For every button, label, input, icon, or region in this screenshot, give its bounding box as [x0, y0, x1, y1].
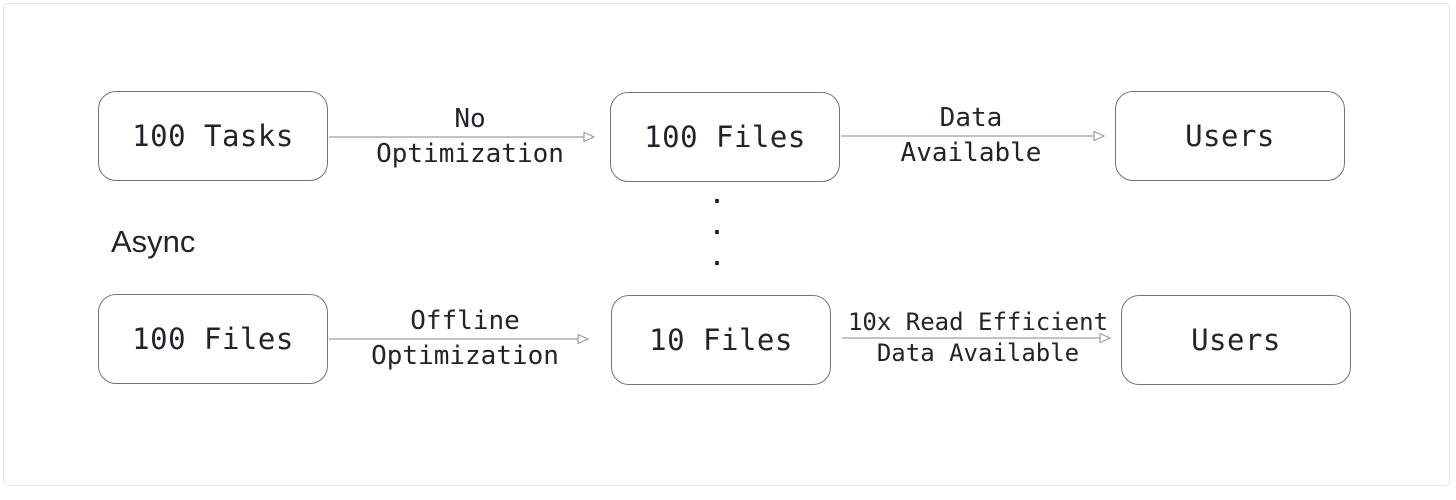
- edge-label-top: No: [454, 104, 486, 134]
- arrow-data-available: [841, 130, 1106, 142]
- arrow-no-optimization: [329, 131, 596, 143]
- node-users-bottom: Users: [1121, 295, 1351, 385]
- node-label: 100 Tasks: [132, 119, 294, 153]
- edge-label-offline-optimization: Offline Optimization: [371, 304, 559, 374]
- node-users-top: Users: [1115, 91, 1345, 181]
- node-10-files: 10 Files: [611, 295, 831, 385]
- edge-label-top: Offline: [410, 306, 520, 336]
- edge-label-no-optimization: No Optimization: [376, 102, 564, 172]
- edge-label-bottom: Optimization: [376, 139, 564, 169]
- edge-label-bottom: Optimization: [371, 341, 559, 371]
- edge-label-data-available: Data Available: [901, 101, 1042, 171]
- arrow-offline-optimization: [329, 333, 590, 345]
- edge-label-bottom: Available: [900, 138, 1042, 168]
- node-label: 100 Files: [132, 322, 294, 356]
- edge-label-read-efficient: 10x Read Efficient Data Available: [848, 307, 1108, 369]
- node-label: 10 Files: [649, 323, 793, 357]
- node-label: Users: [1191, 323, 1281, 357]
- node-label: Users: [1185, 119, 1275, 153]
- node-100-tasks: 100 Tasks: [98, 91, 328, 181]
- ellipsis-dot: ·: [710, 252, 724, 277]
- ellipsis-dot: ·: [710, 221, 724, 246]
- edge-label-top: 10x Read Efficient: [847, 308, 1109, 336]
- vertical-ellipsis: · · ·: [705, 192, 729, 276]
- edge-label-top: Data: [939, 103, 1003, 133]
- node-100-files-bottom: 100 Files: [98, 294, 328, 384]
- diagram-frame: [3, 3, 1450, 486]
- arrow-read-efficient: [842, 332, 1112, 344]
- async-label: Async: [111, 224, 196, 259]
- node-label: 100 Files: [644, 120, 806, 154]
- node-100-files-top: 100 Files: [610, 92, 840, 182]
- edge-label-bottom: Data Available: [876, 339, 1080, 367]
- ellipsis-dot: ·: [710, 190, 724, 215]
